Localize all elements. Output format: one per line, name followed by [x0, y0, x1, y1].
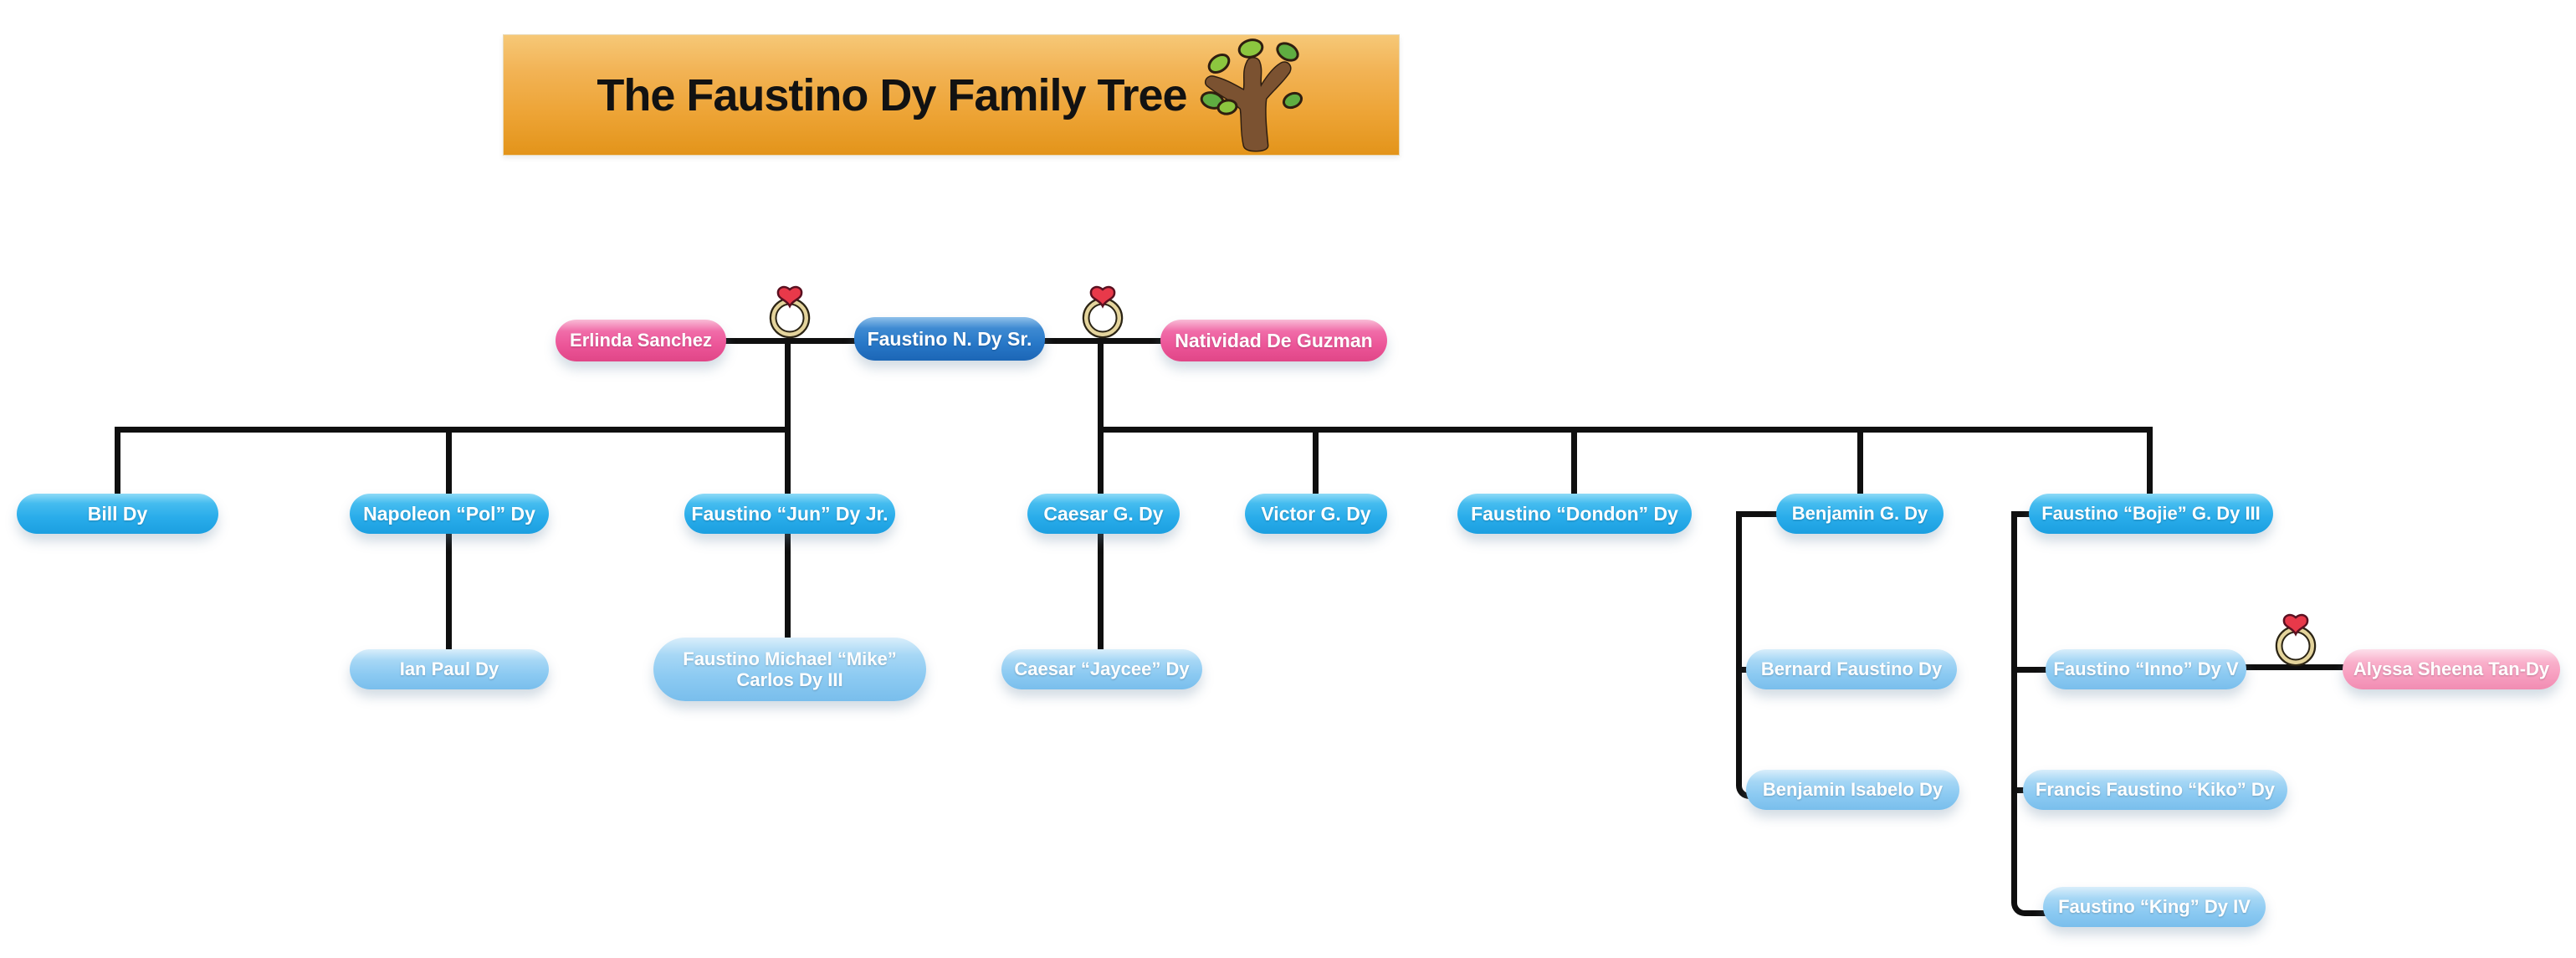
person-node-napoleon-pol-dy[interactable]: Napoleon “Pol” Dy [350, 494, 549, 534]
person-node-faustino-michael-mike-carlos-dy-iii[interactable]: Faustino Michael “Mike” Carlos Dy III [653, 638, 926, 701]
person-name: Caesar G. Dy [1043, 502, 1164, 525]
stub-benjamin [1857, 427, 1863, 497]
person-node-erlinda-sanchez[interactable]: Erlinda Sanchez [556, 320, 726, 361]
person-node-victor-g-dy[interactable]: Victor G. Dy [1245, 494, 1387, 534]
person-node-francis-faustino-kiko-dy[interactable]: Francis Faustino “Kiko” Dy [2023, 770, 2287, 810]
person-node-faustino-sr[interactable]: Faustino N. Dy Sr. [854, 317, 1045, 361]
person-name: Natividad De Guzman [1175, 329, 1373, 351]
person-name: Napoleon “Pol” Dy [363, 502, 535, 525]
stub-napoleon [446, 427, 452, 497]
bracket-bojie-children [2011, 511, 2051, 916]
person-name: Faustino “Bojie” G. Dy III [2041, 503, 2261, 525]
person-node-faustino-jun-dy-jr[interactable]: Faustino “Jun” Dy Jr. [684, 494, 895, 534]
wedding-ring-icon-alyssa [2275, 613, 2317, 667]
bracket-bojie-top-stub [2011, 511, 2035, 517]
stub-dondon [1571, 427, 1577, 497]
person-node-benjamin-g-dy[interactable]: Benjamin G. Dy [1776, 494, 1944, 534]
person-name: Erlinda Sanchez [570, 330, 712, 351]
person-node-faustino-king-dy-iv[interactable]: Faustino “King” Dy IV [2043, 887, 2266, 927]
person-name: Victor G. Dy [1261, 502, 1371, 525]
stub-bojie [2147, 427, 2153, 497]
person-node-faustino-dondon-dy[interactable]: Faustino “Dondon” Dy [1457, 494, 1692, 534]
sibling-bar-family2 [1098, 427, 2153, 433]
person-name: Bernard Faustino Dy [1760, 658, 1943, 680]
wedding-ring-icon-erlinda [769, 285, 811, 339]
bracket-benjamin-children [1736, 511, 1755, 799]
line-napoleon-ian [446, 530, 452, 653]
sibling-bar-family1 [115, 427, 791, 433]
tree-icon [1200, 38, 1303, 151]
bracket-bernard-stub [1736, 667, 1753, 673]
person-name: Benjamin G. Dy [1791, 503, 1928, 525]
bracket-inno-stub [2011, 667, 2051, 673]
person-node-bill-dy[interactable]: Bill Dy [17, 494, 218, 534]
wedding-ring-icon-natividad [1082, 285, 1124, 339]
person-node-faustino-inno-dy-v[interactable]: Faustino “Inno” Dy V [2046, 649, 2246, 689]
page-title: The Faustino Dy Family Tree [597, 69, 1187, 120]
person-name: Alyssa Sheena Tan-Dy [2353, 658, 2550, 680]
person-name: Faustino “Dondon” Dy [1471, 502, 1678, 525]
stub-caesar [1098, 427, 1104, 497]
person-name: Francis Faustino “Kiko” Dy [2035, 779, 2276, 801]
descent-line-family2 [1098, 338, 1104, 433]
stub-victor [1313, 427, 1319, 497]
line-jun-mike [785, 530, 791, 641]
person-node-caesar-jaycee-dy[interactable]: Caesar “Jaycee” Dy [1001, 649, 1202, 689]
person-node-ian-paul-dy[interactable]: Ian Paul Dy [350, 649, 549, 689]
stub-jun [785, 427, 791, 497]
bracket-kiko-stub [2011, 787, 2030, 793]
person-name: Ian Paul Dy [399, 658, 499, 680]
stub-bill [115, 427, 120, 497]
line-caesar-jaycee [1098, 530, 1104, 653]
person-node-caesar-g-dy[interactable]: Caesar G. Dy [1027, 494, 1180, 534]
person-node-alyssa-sheena-tan-dy[interactable]: Alyssa Sheena Tan-Dy [2343, 649, 2560, 689]
person-node-faustino-bojie-g-dy-iii[interactable]: Faustino “Bojie” G. Dy III [2029, 494, 2273, 534]
person-node-bernard-faustino-dy[interactable]: Bernard Faustino Dy [1746, 649, 1957, 689]
person-node-benjamin-isabelo-dy[interactable]: Benjamin Isabelo Dy [1746, 770, 1959, 810]
person-name: Caesar “Jaycee” Dy [1014, 658, 1190, 680]
person-name: Bill Dy [87, 502, 148, 525]
descent-line-family1 [785, 338, 791, 433]
person-name: Faustino “King” Dy IV [2058, 896, 2251, 918]
person-name: Faustino Michael “Mike” Carlos Dy III [683, 648, 897, 690]
person-name: Faustino “Inno” Dy V [2053, 658, 2239, 680]
person-name: Faustino “Jun” Dy Jr. [691, 502, 889, 525]
person-name: Benjamin Isabelo Dy [1762, 779, 1944, 801]
person-node-natividad-de-guzman[interactable]: Natividad De Guzman [1160, 320, 1387, 361]
bracket-benjamin-top-stub [1736, 511, 1780, 517]
marriage-line-inno [2225, 664, 2368, 670]
title-banner: The Faustino Dy Family Tree [503, 34, 1400, 156]
person-name: Faustino N. Dy Sr. [867, 327, 1032, 350]
